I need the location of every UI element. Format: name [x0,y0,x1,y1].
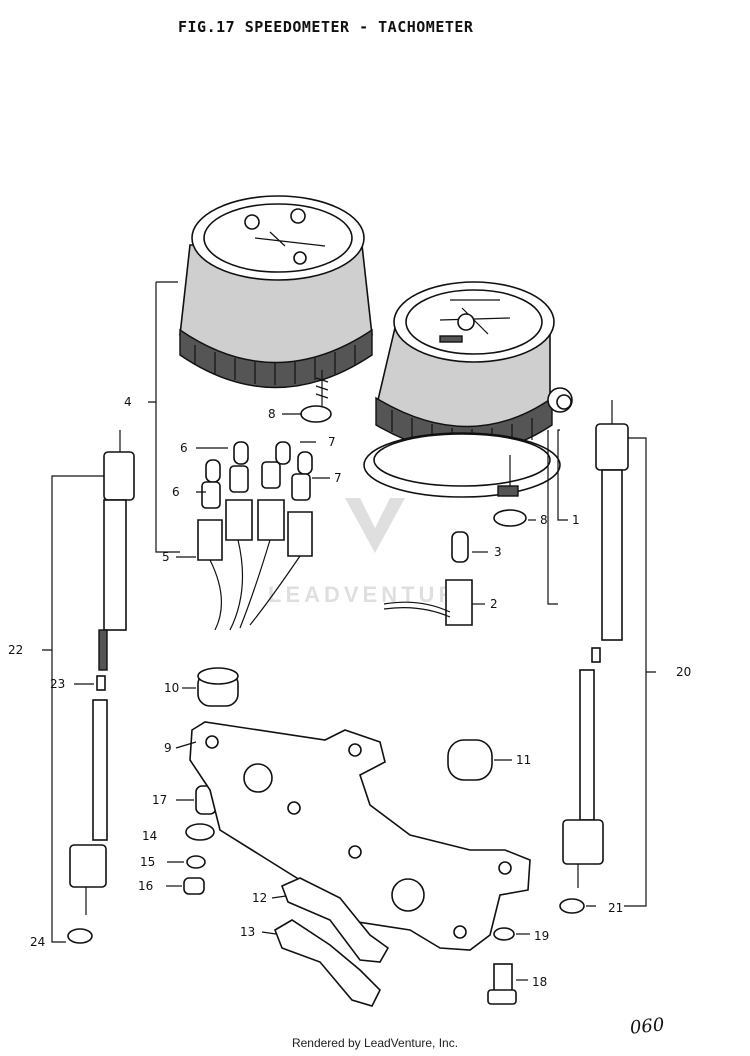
callout-6b: 6 [172,485,180,499]
callout-7b: 7 [334,471,342,485]
grommet-8-left [300,405,332,423]
callout-1: 1 [572,513,580,527]
watermark-logo-icon [345,498,405,553]
callout-8b: 8 [540,513,548,527]
footer-credit: Rendered by LeadVenture, Inc. [291,1036,459,1050]
callout-24: 24 [30,935,45,949]
callout-15: 15 [140,855,155,869]
callout-11: 11 [516,753,531,767]
figure-title: FIG.17 SPEEDOMETER - TACHOMETER [178,18,474,36]
callout-5: 5 [162,550,170,564]
callout-14: 14 [142,829,157,843]
callout-8a: 8 [268,407,276,421]
leader-lines [42,281,656,981]
callout-20: 20 [676,665,691,679]
bracket-holes [205,735,512,939]
callout-16: 16 [138,879,153,893]
callout-4: 4 [124,395,132,409]
callout-9: 9 [164,741,172,755]
left-cable-assembly [67,430,135,944]
callout-6a: 6 [180,441,188,455]
plate-13 [274,919,381,1007]
callout-17: 17 [152,793,167,807]
left-meter-assembly [179,195,373,410]
callout-labels: 4 8 6 7 6 7 5 1 8 3 2 22 20 23 10 9 11 1… [8,395,691,989]
callout-13: 13 [240,925,255,939]
callout-18: 18 [532,975,547,989]
right-meter-assembly [363,281,573,498]
meter-bracket [189,721,531,951]
callout-2: 2 [490,597,498,611]
callout-10: 10 [164,681,179,695]
callout-23: 23 [50,677,65,691]
callout-3: 3 [494,545,502,559]
grommet-8-right [493,509,527,527]
callout-22: 22 [8,643,23,657]
callout-21: 21 [608,901,623,915]
bolt-18 [487,963,517,1005]
callout-19: 19 [534,929,549,943]
plate-12 [280,877,390,963]
callout-7a: 7 [328,435,336,449]
bulb-socket-cluster [197,441,313,631]
right-cable-assembly [559,400,629,914]
callout-12: 12 [252,891,267,905]
bulb-socket-right [383,531,473,626]
watermark-text: LEADVENTURE [268,582,478,607]
